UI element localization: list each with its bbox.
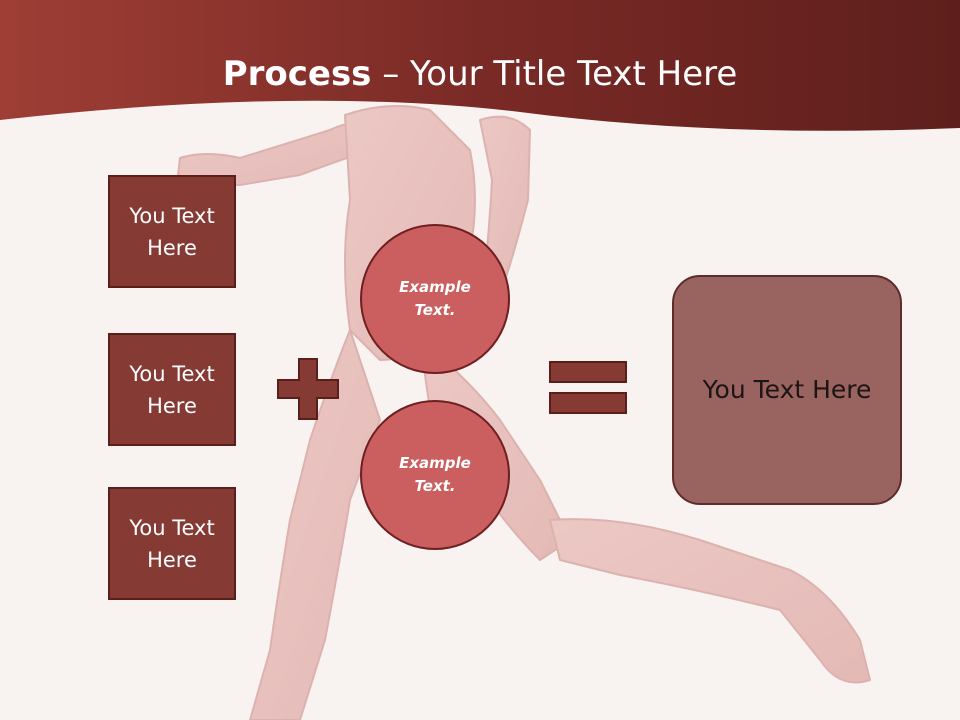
text-box-1: You Text Here (108, 175, 236, 288)
text-box-2: You Text Here (108, 333, 236, 446)
result-box: You Text Here (672, 275, 902, 505)
example-circle-1: Example Text. (360, 224, 510, 374)
title-rest: – Your Title Text Here (371, 54, 738, 94)
title-strong: Process (222, 54, 372, 94)
header-band (0, 0, 960, 131)
equals-icon (549, 361, 627, 414)
slide-title: Process – Your Title Text Here (0, 52, 960, 96)
text-box-3: You Text Here (108, 487, 236, 600)
plus-icon (277, 358, 339, 420)
example-circle-2: Example Text. (360, 400, 510, 550)
